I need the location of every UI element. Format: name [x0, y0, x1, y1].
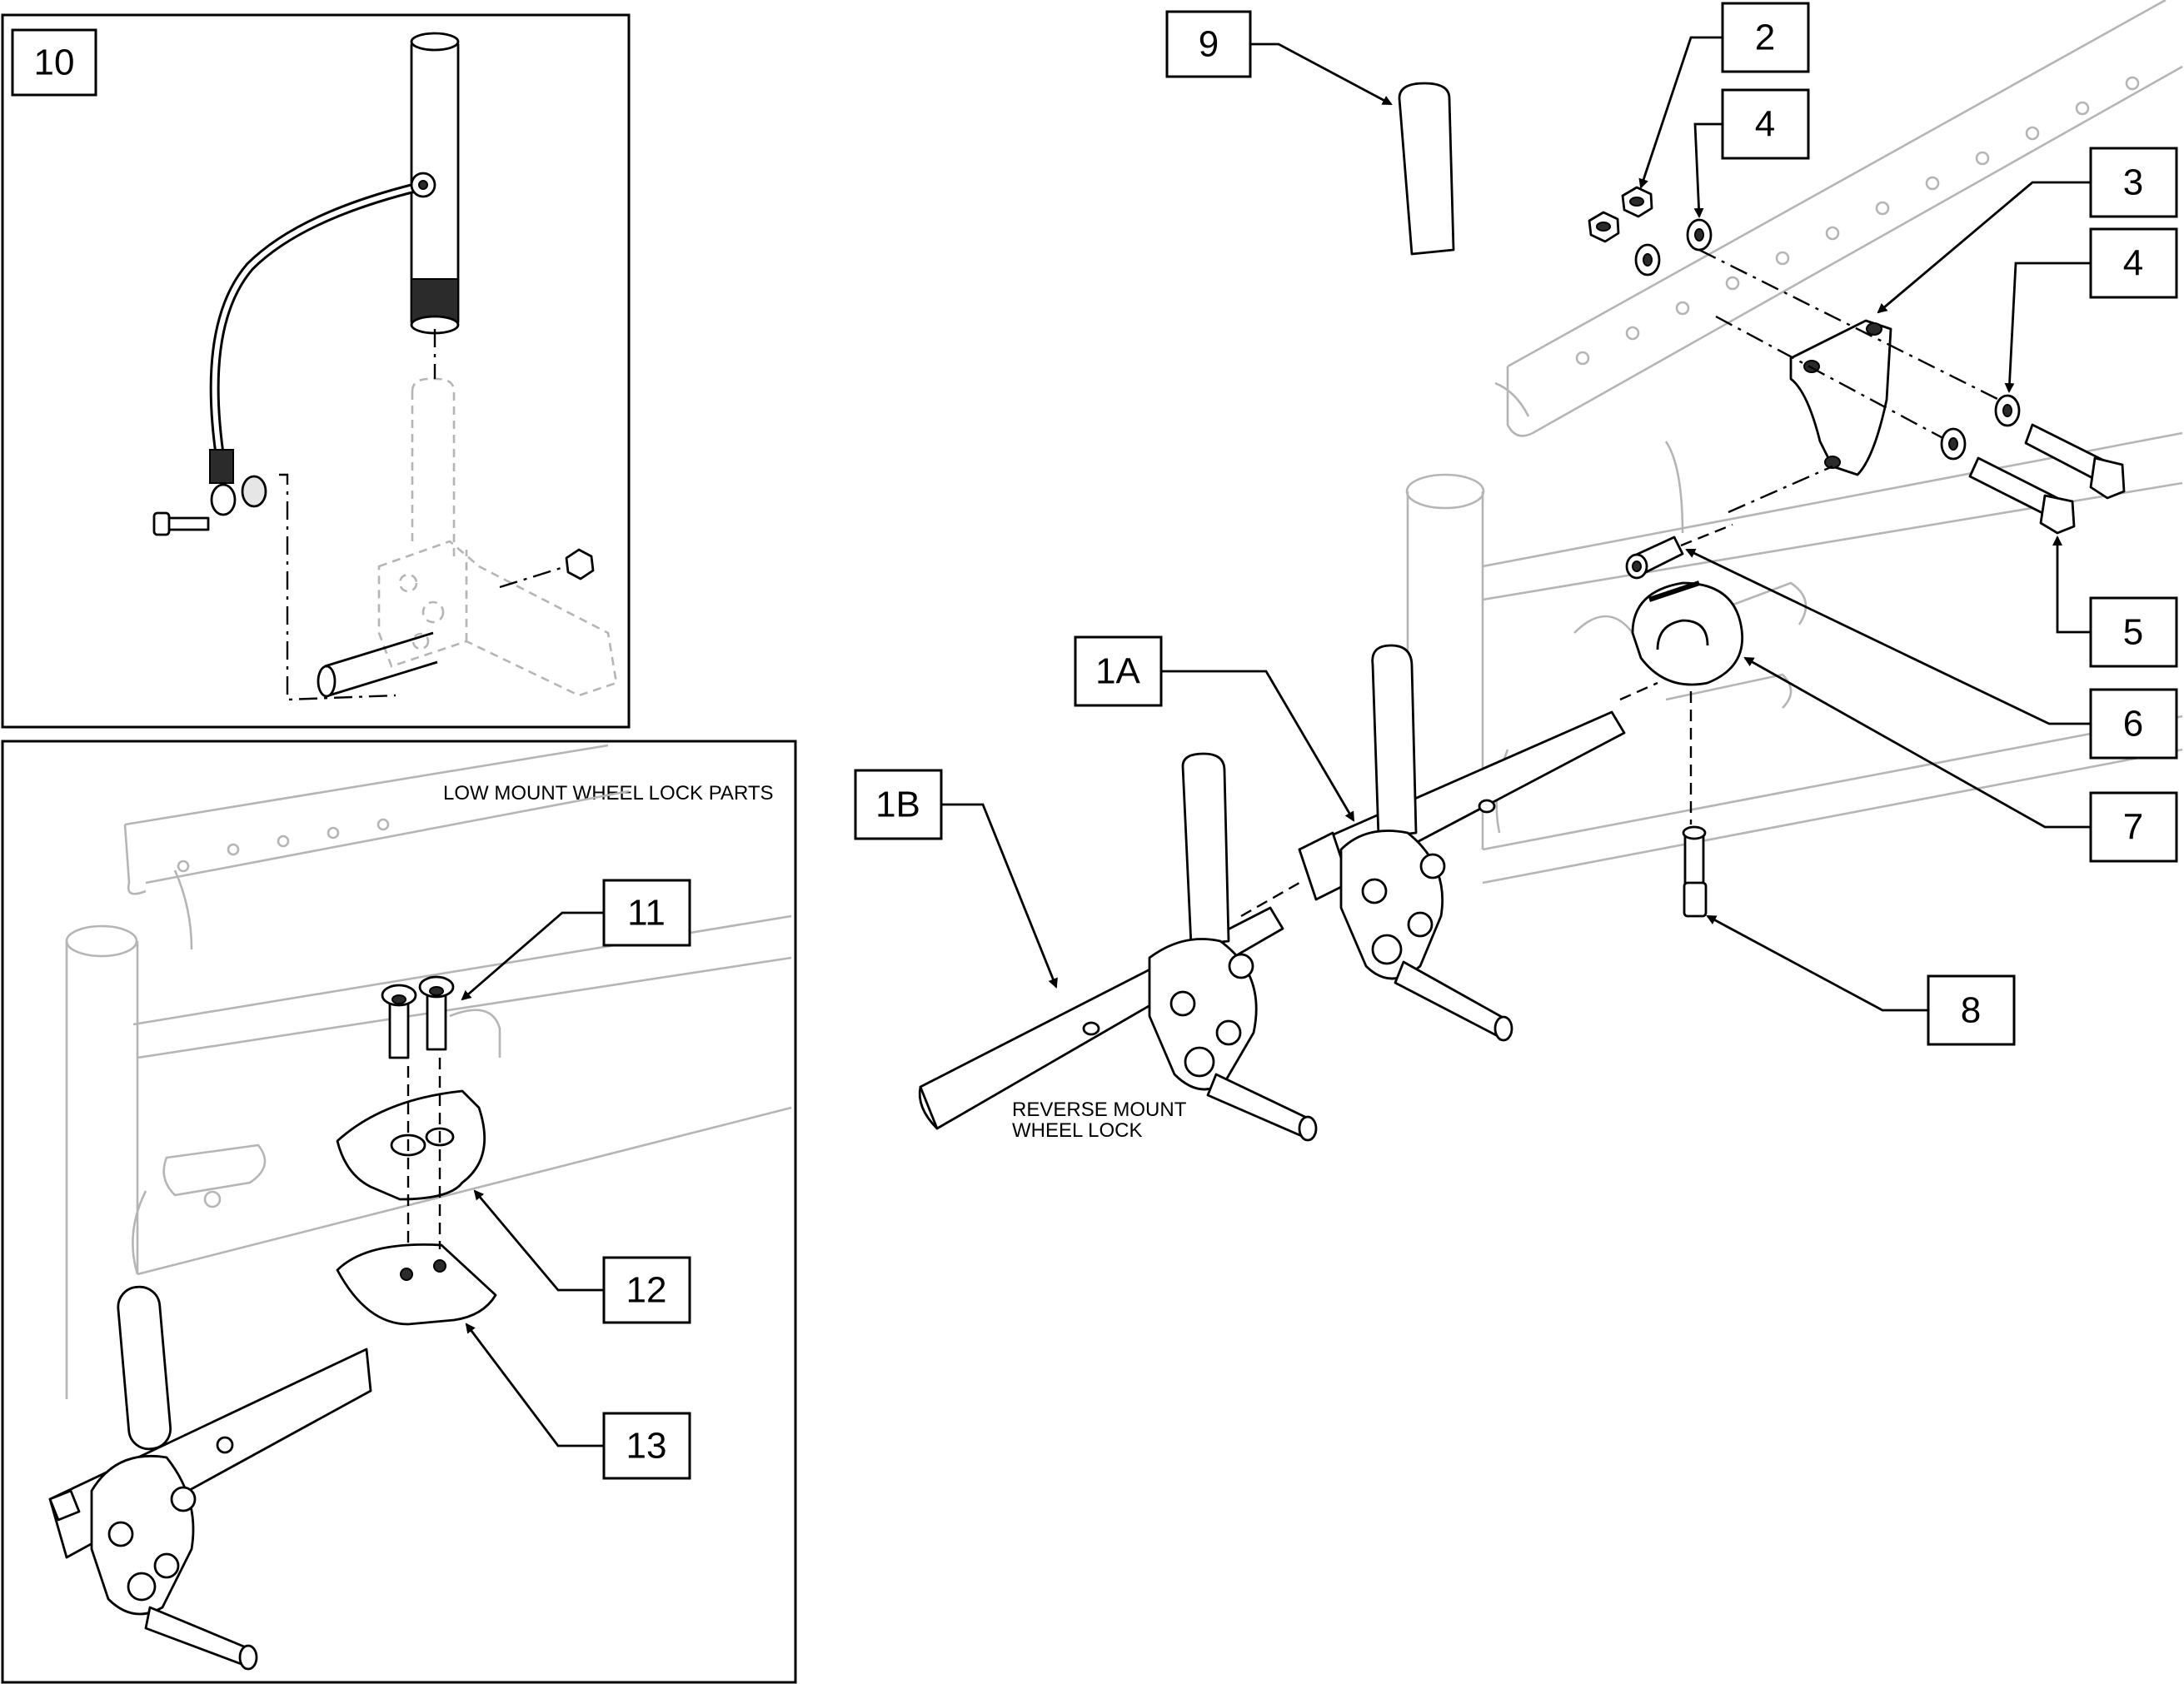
mounting-bracket — [1789, 319, 1892, 476]
bracket-bolts — [1940, 394, 2126, 535]
low-mount-screws — [381, 975, 455, 1059]
low-mount-panel: LOW MOUNT WHEEL LOCK PARTS — [1, 740, 797, 1684]
svg-text:6: 6 — [2123, 704, 2143, 745]
rod-end-clamp — [209, 449, 234, 484]
low-mount-wheel-lock — [48, 1285, 372, 1671]
callout-3: 3 — [1877, 147, 2178, 314]
svg-text:9: 9 — [1199, 24, 1219, 65]
clamp-bottom-half — [336, 1243, 497, 1326]
callout-1a: 1A — [1074, 635, 1355, 822]
reverse-mount-line1: REVERSE MOUNT — [1012, 1099, 1187, 1121]
callout-7: 7 — [1743, 656, 2178, 863]
svg-text:4: 4 — [2123, 243, 2143, 284]
main-assembly: REVERSE MOUNT WHEEL LOCK — [918, 0, 2183, 1142]
svg-text:3: 3 — [2123, 162, 2143, 203]
svg-text:10: 10 — [34, 42, 75, 83]
nuts-and-washers — [1588, 186, 1713, 277]
svg-text:2: 2 — [1755, 17, 1775, 58]
callout-13: 13 — [465, 1323, 691, 1480]
anti-tip-screw — [152, 475, 267, 536]
svg-text:13: 13 — [626, 1426, 667, 1467]
callout-1b: 1B — [854, 769, 1058, 989]
low-mount-title: LOW MOUNT WHEEL LOCK PARTS — [443, 782, 774, 805]
callout-5: 5 — [2052, 536, 2178, 668]
anti-tip-panel-border — [1, 13, 631, 729]
anti-tip-panel: 10 — [1, 13, 631, 729]
svg-text:1A: 1A — [1095, 651, 1140, 692]
clamp-screw — [1682, 691, 1708, 918]
callout-9: 9 — [1165, 10, 1393, 106]
svg-text:7: 7 — [2123, 807, 2143, 848]
svg-text:4: 4 — [1755, 104, 1775, 145]
svg-text:8: 8 — [1961, 990, 1981, 1031]
ghost-caster-housing — [377, 377, 618, 697]
wheel-lock-1a — [1298, 644, 1626, 1042]
anti-tip-nut — [565, 548, 595, 580]
callout-11: 11 — [461, 879, 691, 1001]
svg-text:11: 11 — [627, 893, 666, 934]
tube-clamp — [1631, 580, 1743, 686]
callout-10: 10 — [11, 28, 97, 97]
callout-2: 2 — [1638, 2, 1810, 189]
callout-8: 8 — [1706, 914, 2016, 1046]
callout-4-right: 4 — [2004, 227, 2178, 393]
reverse-mount-line2: WHEEL LOCK — [1012, 1119, 1142, 1142]
callout-12: 12 — [473, 1189, 691, 1324]
svg-text:5: 5 — [2123, 612, 2143, 653]
callout-6: 6 — [1685, 548, 2178, 760]
svg-text:1B: 1B — [875, 785, 920, 825]
callout-4-top: 4 — [1693, 88, 1810, 218]
svg-text:12: 12 — [626, 1270, 667, 1311]
wheel-lock-1b — [918, 752, 1318, 1142]
lever-grip — [1398, 82, 1455, 256]
